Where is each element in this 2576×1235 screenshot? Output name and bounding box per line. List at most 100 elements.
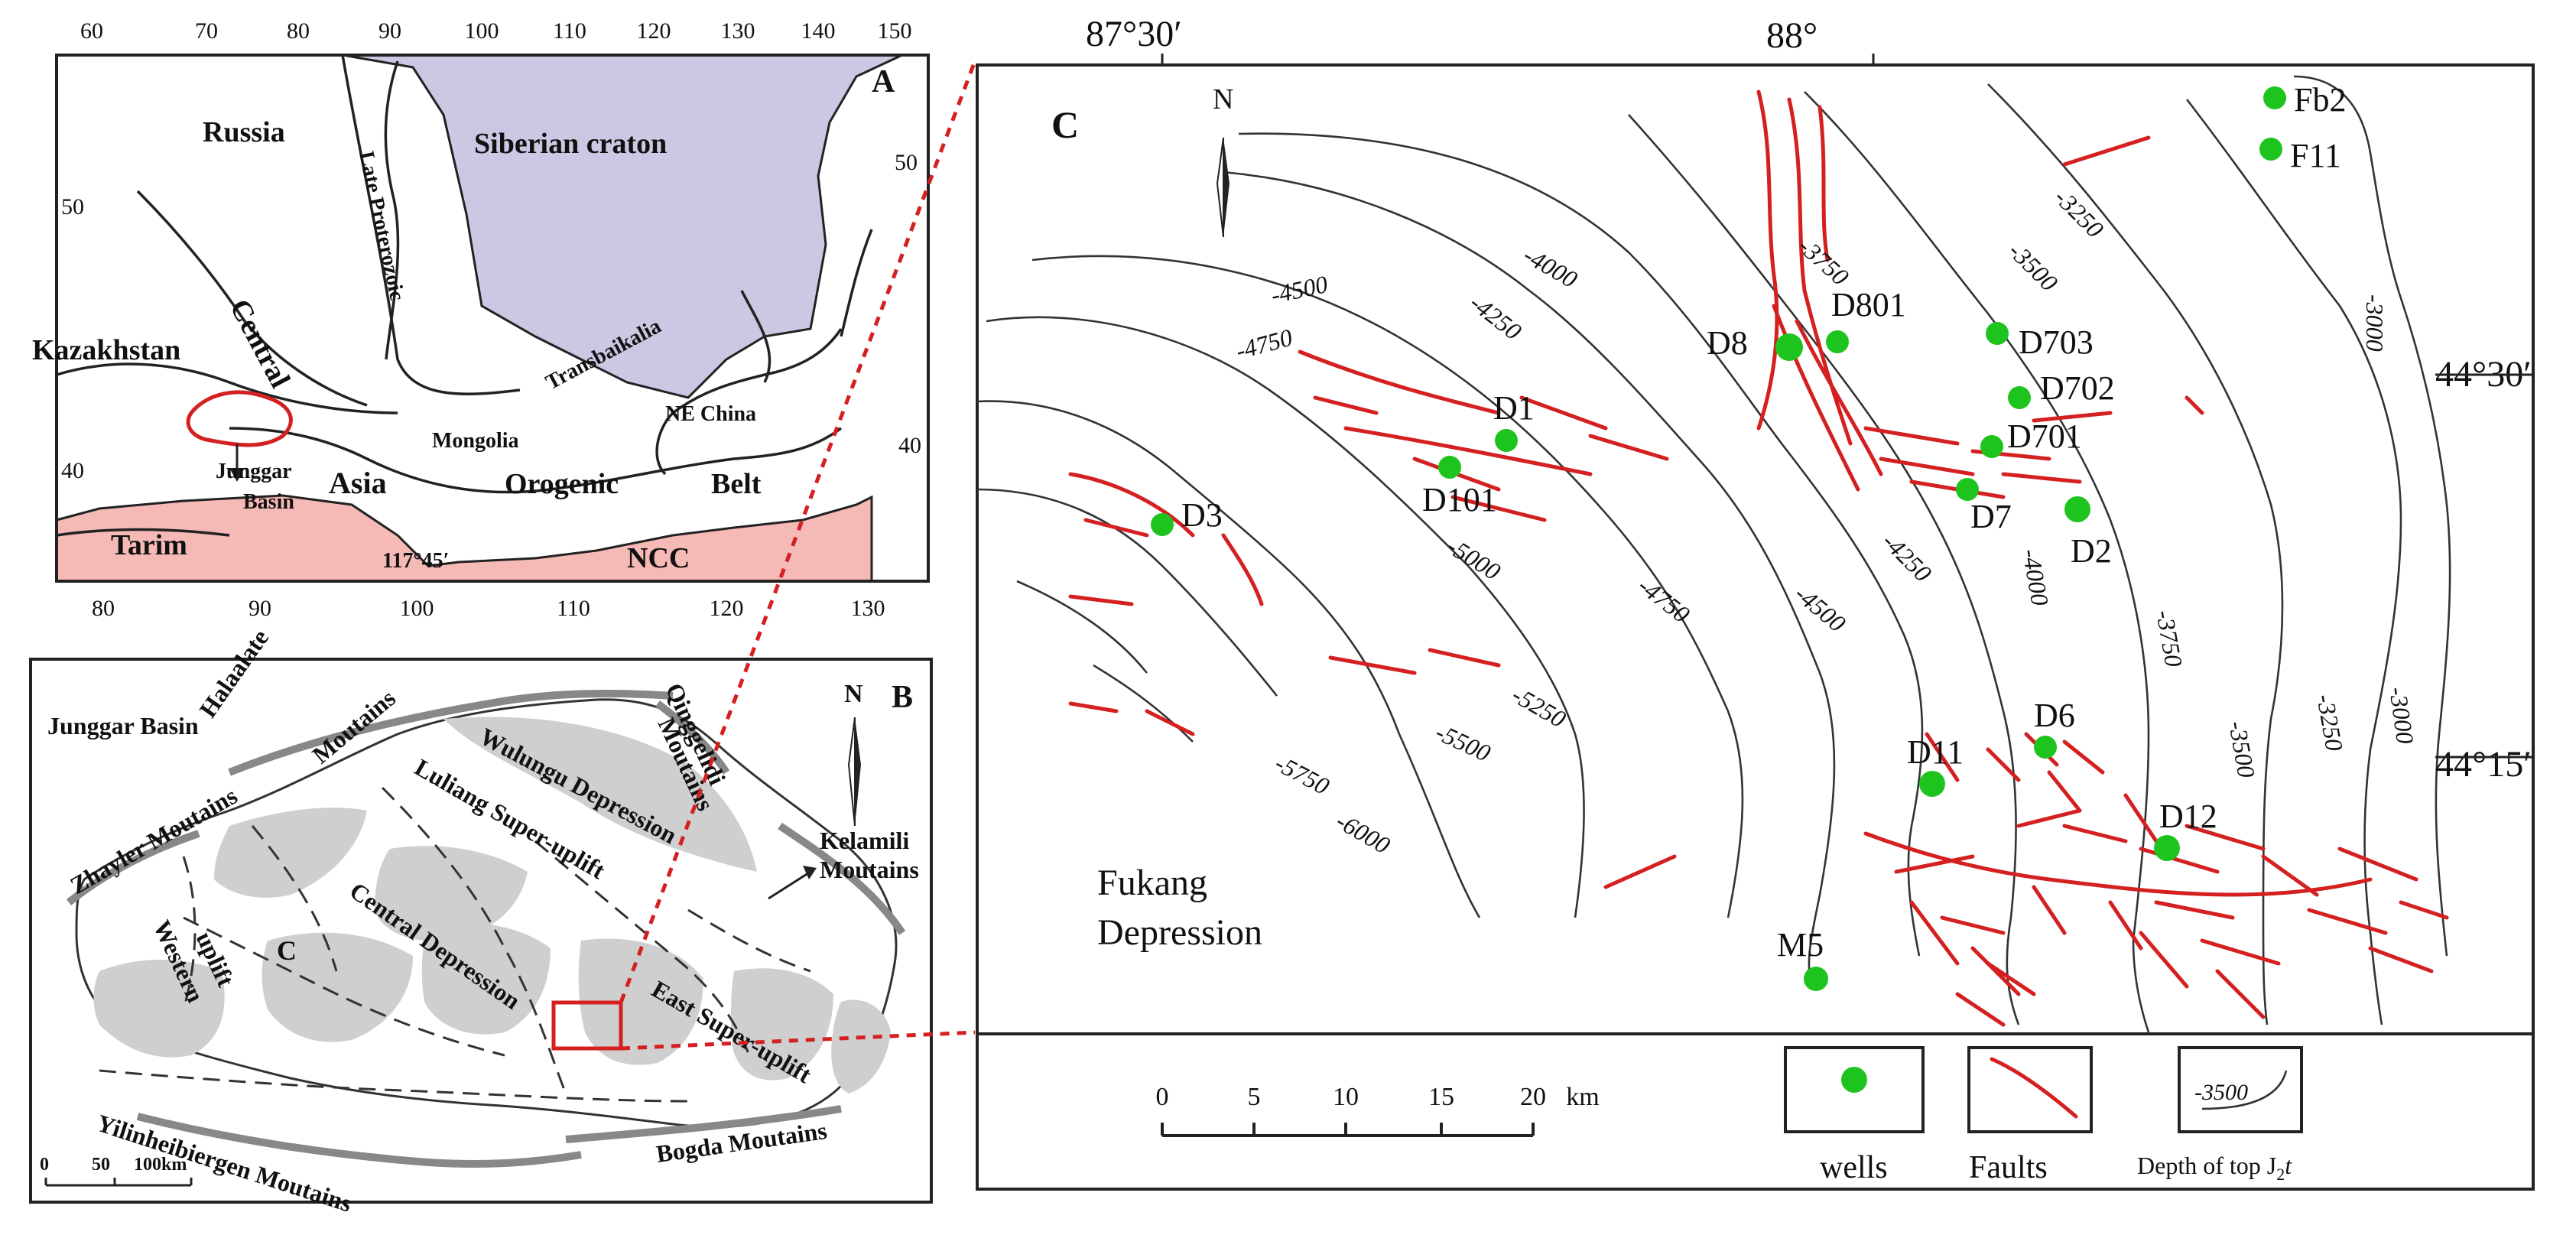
- region-fukang: Fukang: [1097, 863, 1207, 903]
- place-zhayler-moutains: Zhayler Moutains: [66, 782, 242, 899]
- north-label-c: N: [1213, 83, 1233, 115]
- north-label-b: N: [844, 680, 863, 708]
- well-d101: D101: [1422, 481, 1497, 518]
- place-c: C: [277, 935, 297, 966]
- legend-well-symbol: [1841, 1067, 1867, 1093]
- contour-label: -3500: [2003, 236, 2063, 296]
- top-tick: 70: [195, 18, 218, 44]
- contour-label: -4500: [1269, 270, 1330, 309]
- contour-label: -4250: [1465, 288, 1527, 345]
- contour-label: -4000: [1519, 241, 1583, 294]
- panel-a-label: A: [872, 64, 895, 99]
- bottom-tick: 100: [400, 596, 434, 621]
- place-kazakhstan: Kazakhstan: [32, 334, 180, 366]
- bottom-tick: 120: [710, 596, 744, 621]
- scale-c-tick: 15: [1428, 1083, 1454, 1111]
- lat-label: 50: [895, 150, 918, 175]
- place-central: Central: [223, 294, 297, 394]
- contour-label: -3000: [2361, 294, 2389, 352]
- contour-label: -3000: [2384, 685, 2419, 746]
- place-ncc: NCC: [627, 542, 690, 574]
- panel-a: 60 70 80 90 100 110 120 130 140 150 80 9…: [32, 18, 930, 621]
- well-d701: D701: [2007, 418, 2082, 455]
- well-f11: F11: [2290, 137, 2341, 174]
- legend-depth-sample: -3500: [2194, 1080, 2248, 1105]
- top-tick: 120: [637, 18, 671, 44]
- north-arrow-b: [847, 717, 861, 827]
- place-117-45: 117°45′: [382, 549, 450, 573]
- place-mongolia: Mongolia: [432, 429, 519, 453]
- contour-label: -4250: [1877, 527, 1937, 587]
- place-halaalate: Halaalate: [193, 624, 274, 722]
- contour-label: -5500: [1431, 718, 1495, 767]
- top-tick: 130: [721, 18, 755, 44]
- well-d8: D8: [1707, 324, 1748, 362]
- study-area-box: [551, 1000, 623, 1051]
- depth-contours: [976, 75, 2451, 1033]
- scale-c-unit: km: [1566, 1083, 1599, 1111]
- place-orogenic: Orogenic: [505, 468, 619, 500]
- lat-label: 40: [61, 458, 84, 483]
- north-arrow-c: [1216, 137, 1230, 238]
- place-late-proterozoic: Late Proterozoic: [354, 149, 409, 303]
- contour-label: -5250: [1508, 681, 1571, 733]
- panel-b-label: B: [892, 680, 913, 715]
- contour-label: -5750: [1271, 749, 1334, 800]
- legend-depth-label: Depth of top J2t: [2137, 1152, 2292, 1184]
- lat-label: 40: [898, 433, 921, 458]
- bottom-tick: 110: [557, 596, 590, 621]
- contour-label: -4750: [1633, 571, 1695, 628]
- well-d801: D801: [1831, 286, 1906, 323]
- top-tick: 150: [878, 18, 912, 44]
- siberian-craton: [342, 54, 903, 399]
- well-d703: D703: [2019, 323, 2094, 361]
- junggar-basin-outline: [186, 390, 293, 447]
- well-d3: D3: [1181, 496, 1223, 534]
- contour-label: -4750: [1233, 323, 1294, 365]
- place-tarim: Tarim: [111, 529, 187, 561]
- well-d2: D2: [2071, 532, 2112, 570]
- place-ne-china: NE China: [665, 402, 756, 426]
- contour-label: -3250: [2311, 692, 2348, 753]
- scale-c-tick: 10: [1333, 1083, 1359, 1111]
- place-siberian-craton: Siberian craton: [474, 128, 667, 160]
- well-d12: D12: [2159, 798, 2217, 835]
- top-tick: 60: [80, 18, 103, 44]
- legend-wells-label: wells: [1820, 1150, 1888, 1185]
- well-d11: D11: [1907, 733, 1964, 771]
- contour-label: -5000: [1442, 531, 1505, 585]
- contour-label: -6000: [1332, 807, 1395, 860]
- well-d702: D702: [2040, 369, 2115, 407]
- legend-faults-label: Faults: [1969, 1150, 2048, 1185]
- panel-c-label: C: [1051, 103, 1079, 146]
- bottom-tick: 80: [92, 596, 115, 621]
- coord-87-30: 87°30′: [1086, 14, 1182, 54]
- contour-label: -3250: [2049, 183, 2109, 242]
- top-tick: 90: [378, 18, 401, 44]
- legend-fault-symbol: [1990, 1057, 2078, 1119]
- coord-44-15: 44°15′: [2435, 744, 2532, 785]
- place-russia: Russia: [203, 116, 285, 148]
- bottom-tick: 90: [249, 596, 271, 621]
- well-fb2: Fb2: [2294, 81, 2346, 119]
- place-kelamili-moutains: Moutains: [820, 856, 919, 883]
- contour-label: -3750: [2151, 608, 2188, 669]
- panel-b: N B Junggar Basin Halaalate Moutains Qin…: [29, 624, 933, 1217]
- contour-label: -3500: [2224, 719, 2260, 780]
- scale-c-tick: 20: [1520, 1083, 1546, 1111]
- scale-c-tick: 5: [1248, 1083, 1261, 1111]
- scale-b-100: 100km: [134, 1155, 187, 1175]
- top-tick: 80: [287, 18, 310, 44]
- place-kelamili: Kelamili: [820, 827, 909, 854]
- wells: [1151, 86, 2286, 991]
- top-tick: 100: [465, 18, 499, 44]
- scale-c-tick: 0: [1156, 1083, 1169, 1111]
- place-basin: Basin: [243, 490, 294, 514]
- well-d1: D1: [1493, 389, 1535, 427]
- legend: -3500 wells Faults Depth of top J2t: [1784, 1046, 2303, 1185]
- top-tick: 110: [553, 18, 586, 44]
- region-depression: Depression: [1097, 912, 1262, 953]
- lat-label: 50: [61, 194, 84, 219]
- contour-label: -4500: [1790, 580, 1851, 638]
